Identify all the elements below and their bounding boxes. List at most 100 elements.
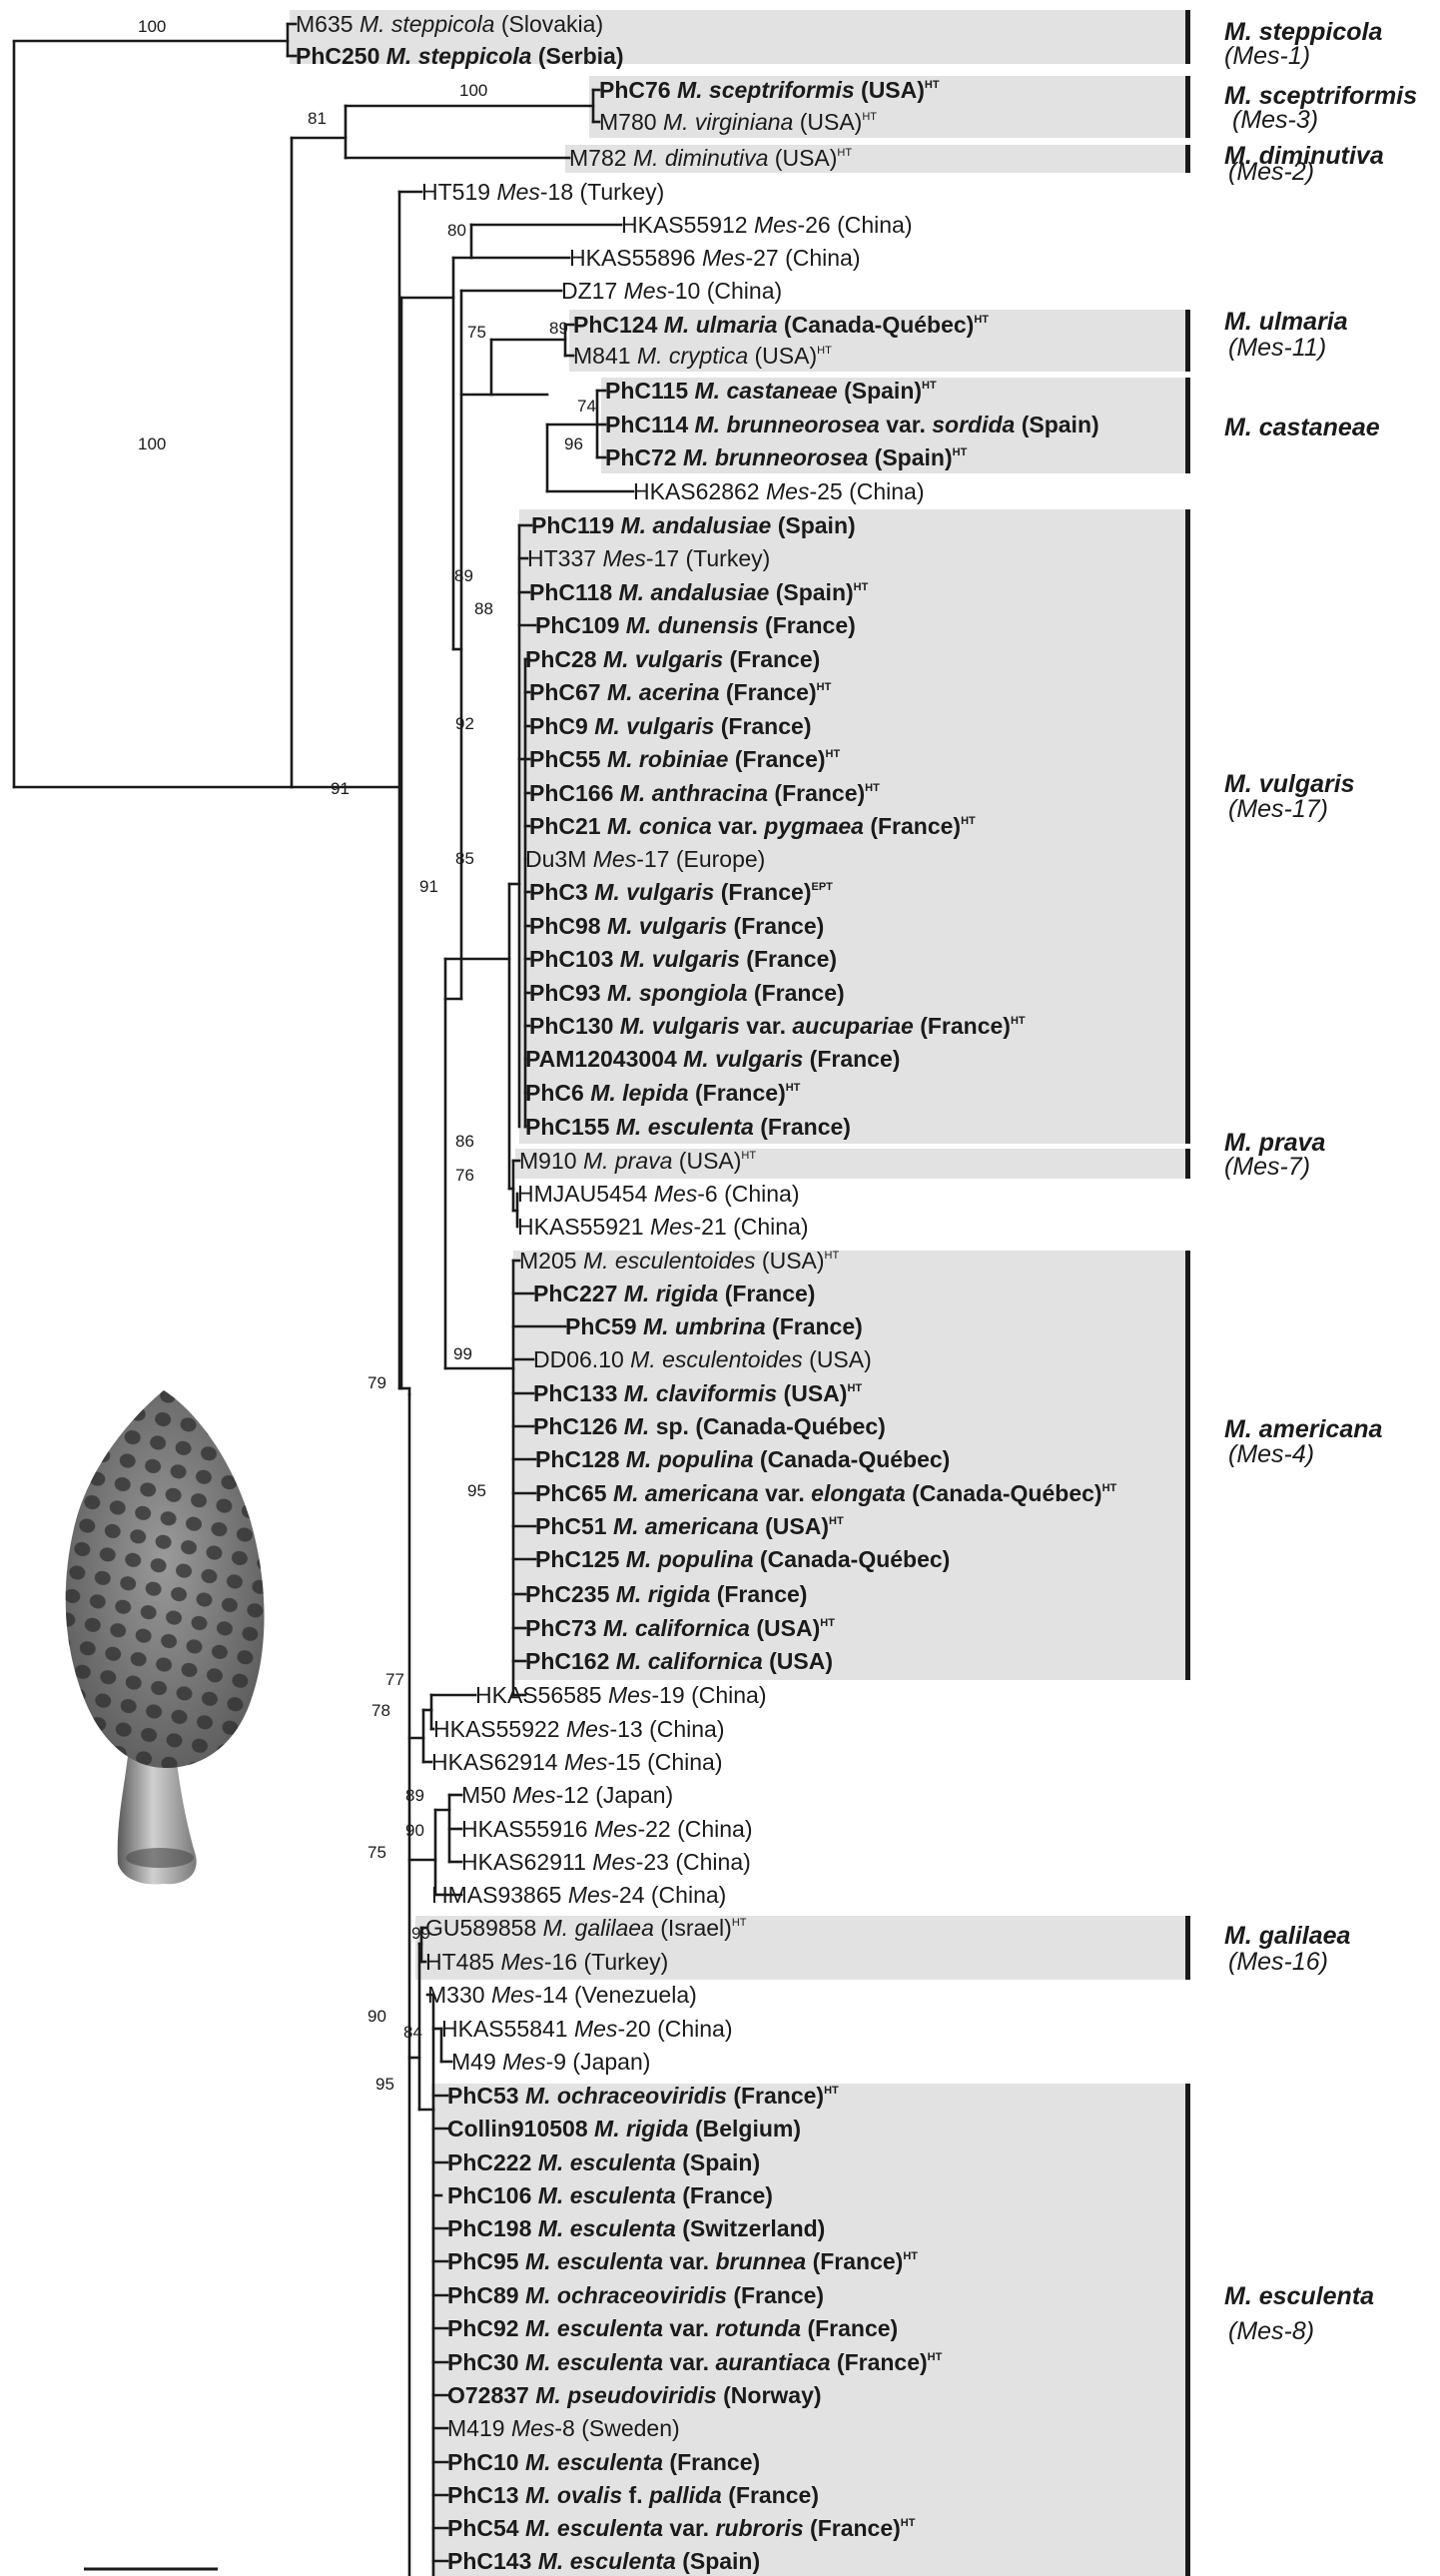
tip-label: PhC124 M. ulmaria (Canada-Québec)HT bbox=[573, 312, 989, 338]
tip-label: HKAS55916 Mes-22 (China) bbox=[461, 1816, 752, 1842]
tip-label: PhC9 M. vulgaris (France) bbox=[529, 713, 811, 739]
tip-label: PhC166 M. anthracina (France)HT bbox=[529, 780, 880, 806]
bracket-americana bbox=[1185, 1251, 1190, 1680]
clade-mes-code: (Mes-11) bbox=[1228, 334, 1326, 362]
band-vulgaris bbox=[519, 509, 1188, 1144]
bootstrap-value: 75 bbox=[467, 323, 486, 342]
clade-mes-code: (Mes-4) bbox=[1228, 1440, 1314, 1468]
bootstrap-value: 80 bbox=[447, 221, 466, 240]
bootstrap-value: 100 bbox=[459, 81, 487, 100]
bootstrap-value: 92 bbox=[455, 714, 474, 733]
bootstrap-value: 91 bbox=[419, 877, 438, 896]
tip-label: PhC92 M. esculenta var. rotunda (France) bbox=[447, 2315, 898, 2341]
tip-label: PhC59 M. umbrina (France) bbox=[565, 1313, 863, 1339]
tip-label: PhC67 M. acerina (France)HT bbox=[529, 679, 832, 705]
tip-label: PhC106 M. esculenta (France) bbox=[447, 2182, 773, 2208]
tip-label: PhC21 M. conica var. pygmaea (France)HT bbox=[529, 813, 976, 839]
clade-labels: M. steppicola(Mes-1)M. sceptriformis(Mes… bbox=[1224, 18, 1417, 2345]
bracket-castaneae bbox=[1185, 378, 1190, 473]
clade-name: M. sceptriformis bbox=[1224, 82, 1417, 110]
tip-label: HMAS93865 Mes-24 (China) bbox=[431, 1882, 726, 1908]
band-ulmaria bbox=[569, 310, 1188, 372]
tip-label: HKAS55922 Mes-13 (China) bbox=[433, 1716, 724, 1742]
bracket-vulgaris bbox=[1185, 509, 1190, 1144]
tip-label: PhC130 M. vulgaris var. aucupariae (Fran… bbox=[529, 1013, 1026, 1039]
tip-label: PhC143 M. esculenta (Spain) bbox=[447, 2548, 760, 2574]
bootstrap-value: 96 bbox=[564, 434, 583, 453]
bootstrap-value: 85 bbox=[455, 849, 474, 868]
tip-label: HKAS55912 Mes-26 (China) bbox=[621, 212, 912, 238]
tip-label: PhC115 M. castaneae (Spain)HT bbox=[605, 378, 937, 404]
tip-label: PhC125 M. populina (Canada-Québec) bbox=[535, 1546, 950, 1572]
tip-label: PhC126 M. sp. (Canada-Québec) bbox=[533, 1413, 886, 1439]
tip-label: PhC250 M. steppicola (Serbia) bbox=[296, 43, 624, 69]
tip-label: M780 M. virginiana (USA)HT bbox=[599, 109, 877, 135]
tip-label: PhC118 M. andalusiae (Spain)HT bbox=[529, 579, 869, 605]
clade-name: M. galilaea bbox=[1224, 1922, 1351, 1950]
bootstrap-value: 99 bbox=[411, 1924, 430, 1943]
band-castaneae bbox=[601, 378, 1188, 473]
tip-label: HT485 Mes-16 (Turkey) bbox=[425, 1949, 668, 1975]
clade-mes-code: (Mes-17) bbox=[1228, 795, 1328, 823]
bracket-galilaea bbox=[1185, 1916, 1190, 1980]
clade-mes-code: (Mes-7) bbox=[1224, 1153, 1310, 1181]
tip-label: PhC72 M. brunneorosea (Spain)HT bbox=[605, 444, 968, 470]
clade-name: M. prava bbox=[1224, 1129, 1326, 1157]
band-prava bbox=[515, 1149, 1188, 1179]
tip-label: M205 M. esculentoides (USA)HT bbox=[519, 1248, 839, 1274]
bracket-sceptriformis bbox=[1185, 76, 1190, 138]
clade-mes-code: (Mes-8) bbox=[1228, 2317, 1314, 2345]
tree-branches bbox=[12, 22, 635, 2576]
tip-label: DZ17 Mes-10 (China) bbox=[561, 278, 782, 304]
bootstrap-value: 89 bbox=[549, 319, 568, 338]
bootstrap-value: 95 bbox=[375, 2075, 394, 2094]
tip-label: PhC10 M. esculenta (France) bbox=[447, 2449, 760, 2475]
tip-label: HKAS55841 Mes-20 (China) bbox=[441, 2016, 732, 2042]
clade-brackets bbox=[1185, 10, 1190, 2576]
bootstrap-value: 76 bbox=[455, 1166, 474, 1185]
tip-label: PhC235 M. rigida (France) bbox=[525, 1581, 807, 1607]
band-americana bbox=[513, 1251, 1188, 1680]
clade-name: M. vulgaris bbox=[1224, 770, 1355, 798]
bootstrap-value: 99 bbox=[453, 1344, 472, 1363]
tip-label: PhC93 M. spongiola (France) bbox=[529, 980, 845, 1006]
bootstrap-value: 81 bbox=[308, 109, 327, 128]
bracket-prava bbox=[1185, 1149, 1190, 1179]
tip-label: HT519 Mes-18 (Turkey) bbox=[421, 179, 664, 205]
tip-label: PhC73 M. californica (USA)HT bbox=[525, 1615, 835, 1641]
tip-label: HKAS62914 Mes-15 (China) bbox=[431, 1749, 722, 1775]
band-steppicola bbox=[290, 10, 1188, 64]
bootstrap-value: 100 bbox=[138, 17, 166, 36]
tip-label: M635 M. steppicola (Slovakia) bbox=[296, 11, 603, 37]
tip-label: PhC198 M. esculenta (Switzerland) bbox=[447, 2215, 825, 2241]
tip-label: Collin910508 M. rigida (Belgium) bbox=[447, 2116, 801, 2142]
bracket-steppicola bbox=[1185, 10, 1190, 64]
tip-label: M49 Mes-9 (Japan) bbox=[451, 2049, 650, 2075]
bootstrap-value: 84 bbox=[403, 2023, 422, 2042]
bootstrap-value: 78 bbox=[371, 1701, 390, 1720]
clade-mes-code: (Mes-16) bbox=[1228, 1948, 1328, 1976]
bootstrap-value: 95 bbox=[467, 1481, 486, 1500]
tip-label: PhC89 M. ochraceoviridis (France) bbox=[447, 2282, 824, 2308]
tip-label: PAM12043004 M. vulgaris (France) bbox=[525, 1046, 900, 1072]
tip-label: PhC13 M. ovalis f. pallida (France) bbox=[447, 2482, 819, 2508]
tip-label: HT337 Mes-17 (Turkey) bbox=[527, 545, 770, 571]
tip-label: PhC114 M. brunneorosea var. sordida (Spa… bbox=[605, 412, 1099, 437]
clade-name: M. esculenta bbox=[1224, 2282, 1374, 2310]
tip-label: PhC119 M. andalusiae (Spain) bbox=[531, 512, 856, 538]
bootstrap-value: 86 bbox=[455, 1132, 474, 1151]
tip-label: HKAS55896 Mes-27 (China) bbox=[569, 245, 860, 271]
bootstrap-value: 77 bbox=[385, 1670, 404, 1689]
clade-mes-code: (Mes-2) bbox=[1228, 158, 1314, 186]
clade-name: M. steppicola bbox=[1224, 18, 1382, 46]
clade-name: M. americana bbox=[1224, 1415, 1383, 1443]
bracket-esculenta bbox=[1185, 2084, 1190, 2576]
tip-label: M330 Mes-14 (Venezuela) bbox=[427, 1982, 697, 2008]
tip-label: PhC227 M. rigida (France) bbox=[533, 1281, 815, 1306]
band-diminutiva bbox=[565, 145, 1188, 173]
clade-mes-code: (Mes-3) bbox=[1232, 106, 1318, 134]
tip-label: DD06.10 M. esculentoides (USA) bbox=[533, 1346, 872, 1372]
tip-label: M910 M. prava (USA)HT bbox=[519, 1148, 756, 1174]
tip-label: PhC98 M. vulgaris (France) bbox=[529, 913, 824, 939]
